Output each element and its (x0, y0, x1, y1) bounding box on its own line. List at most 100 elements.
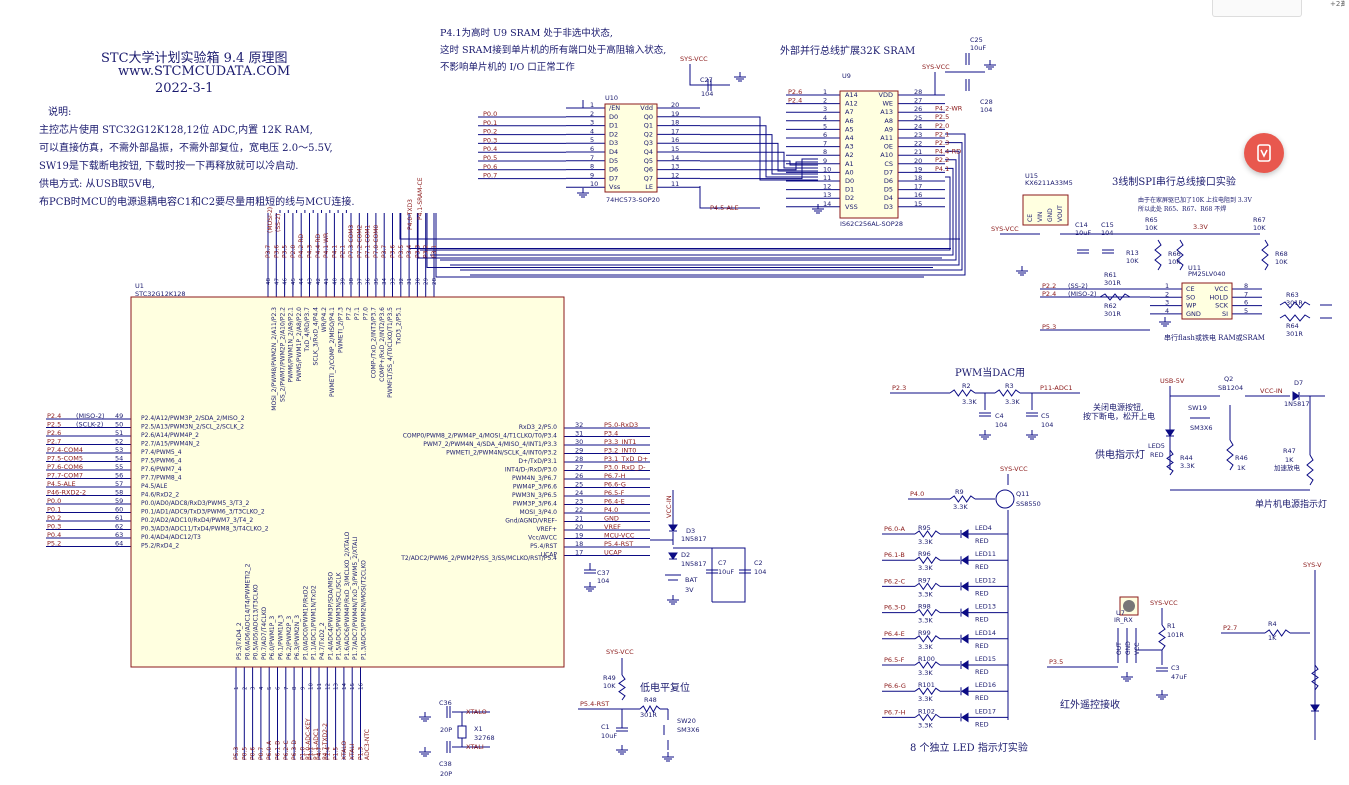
led-resistor-ref: R95 (918, 524, 931, 532)
mcu-left-desc: (MISO-2) (76, 412, 105, 420)
sram-right-net: P4.4-RD (935, 148, 961, 156)
sram-pin-name: D7 (884, 168, 893, 176)
mcu-left-net: P0.3 (47, 523, 61, 531)
sram-section-title: 外部并行总线扩展32K SRAM (780, 46, 916, 57)
pin-number: 5 (590, 136, 594, 144)
latch-pin-name: Q5 (644, 157, 653, 165)
mcu-right-net: P5.0-RxD3 (604, 421, 638, 429)
wire (689, 64, 730, 86)
cap-ref: C27 (700, 76, 713, 84)
pin-number: 21 (575, 515, 583, 523)
resistor (914, 661, 941, 669)
top-toolbar-tab[interactable] (1212, 0, 1302, 17)
sram-right-net: P4.2-WR (935, 105, 963, 113)
mcu-top-net: P4.4-RD (315, 234, 322, 258)
power-net: SYS-V (1303, 561, 1322, 569)
mcu-top-net: P3.4 (406, 245, 413, 258)
pin-number: 8 (292, 686, 298, 690)
mcu-pin-function: P1.4/ADC4/PWM3P/SDA/MISO (327, 572, 334, 660)
wire (399, 213, 960, 240)
pin-number: 20 (575, 523, 583, 531)
pin-number: 2 (590, 110, 594, 118)
pin-number: 11 (317, 683, 323, 690)
pin-number: 13 (671, 163, 679, 171)
mcu-right-net: P6.7-H (604, 472, 626, 480)
pin-number: 31 (575, 430, 583, 438)
led-resistor-ref: R99 (918, 629, 931, 637)
sram-pin-name: D1 (845, 186, 854, 194)
mcu-ref: U1 (135, 282, 144, 290)
pin-number: 55 (115, 463, 123, 471)
power-net: SYS-VCC (1000, 465, 1028, 473)
led-diode (961, 633, 969, 644)
transistor-q11 (995, 489, 1015, 509)
sram-pin-name: WE (882, 100, 893, 108)
mcu-top-net: P7.0-COM0 (373, 225, 380, 258)
mcu-pin-function: COMP-/TxD_2/INT3/P3.7 (371, 307, 378, 379)
power-part-value: SB1204 (1218, 384, 1243, 392)
sram-note-line: 这时 SRAM接到单片机的所有端口处于高阻输入状态, (440, 45, 667, 56)
led-diode (961, 660, 969, 670)
ir-pin-name: OUT (1116, 642, 1123, 655)
pin-number: 39 (341, 278, 347, 285)
mcu-right-net: P3.1_TxD_D+ (604, 455, 648, 463)
pwm-part-value: 3.3K (1005, 398, 1020, 406)
mcu-pin-function: P0.5/AD5/ADC13/T3CLKO (253, 584, 260, 660)
pin-number: 26 (575, 472, 583, 480)
mcu-pin-function: VREF+ (536, 526, 557, 533)
spi-part-value: 301R (1104, 279, 1121, 287)
latch-net: P0.6 (483, 163, 497, 171)
sram-note-line: 不影响单片机的 I/O 口正常工作 (440, 62, 575, 73)
power-indicator-title: 供电指示灯 (1095, 450, 1145, 461)
mcu-bottom-net: P4.7-TXD2-2 (322, 723, 329, 760)
led-row-net: P6.2-C (884, 577, 906, 585)
resistor (1264, 629, 1291, 637)
pin-number: 5 (1244, 307, 1248, 315)
ir-part: IR_RX (1114, 616, 1133, 624)
mcu-pin-function: P0.6/AD6/ADC14/T4/PWMETI2_2 (244, 563, 251, 660)
sram-ref: U9 (842, 72, 851, 80)
pin-number: 16 (359, 683, 365, 690)
regulator-pin-name: CE (1027, 214, 1034, 222)
translate-tool-button[interactable] (1244, 133, 1284, 173)
flash-net: P5.3 (1042, 323, 1056, 331)
switch-note: 按下断电，松开上电 (1083, 412, 1155, 421)
sram-right-net: P2.3 (935, 139, 949, 147)
pin-number: 53 (115, 446, 123, 454)
sram-u9-body (839, 90, 899, 219)
mcu-top-net: P3.1 (431, 245, 438, 258)
power-part-ref: SW19 (1188, 404, 1207, 412)
mcu-bottom-net: P0.7 (258, 747, 265, 760)
mcu-bottom-net: P0.5 (241, 747, 248, 760)
mcu-pin-function: P0.1/AD1/ADC9/TxD3/PWM6_3/T3CLKO_2 (141, 509, 265, 516)
pin-number: 2 (242, 687, 248, 691)
pin-number: 64 (115, 540, 123, 548)
wire (700, 160, 818, 166)
notes-line: SW19是下载断电按钮, 下载时按一下再释放就可以冷启动. (39, 161, 299, 172)
pwm-part-value: 3.3K (962, 398, 977, 406)
pin-number: 9 (823, 157, 827, 165)
pin-number: 20 (671, 101, 679, 109)
mcu-pin-function: MOSI_3/P4.0 (520, 509, 558, 516)
mcu-left-net: P7.4-COM4 (47, 446, 83, 454)
mcu-pin-function: P2.6/A14/PWM4P_2 (141, 432, 199, 439)
pin-number: 43 (308, 278, 314, 285)
pin-number: 10 (590, 180, 598, 188)
wire (470, 133, 966, 276)
power-net: SYS-VCC (680, 55, 708, 63)
resistor (1311, 664, 1319, 691)
pin-number: 32 (575, 421, 583, 429)
led-ref: LED11 (975, 550, 996, 558)
mcu-top-net: P3.6 (390, 245, 397, 258)
pwm-part-ref: R2 (962, 382, 971, 390)
led-resistor-ref: R100 (918, 655, 935, 663)
mcu-pin-function: P0.7/AD7/T4CLKO (261, 607, 268, 660)
pin-number: 61 (115, 514, 123, 522)
wire (700, 142, 818, 172)
sram-pin-name: A12 (845, 100, 858, 108)
flash-pin-name: HOLD (1209, 293, 1228, 301)
mcu-pin-function: P1.1/ADC1/PWM1N/TxD2 (311, 585, 318, 660)
led-ref: LED16 (975, 681, 996, 689)
flash-net-desc: (SS-2) (1068, 282, 1088, 290)
pin-number: 18 (914, 174, 922, 182)
